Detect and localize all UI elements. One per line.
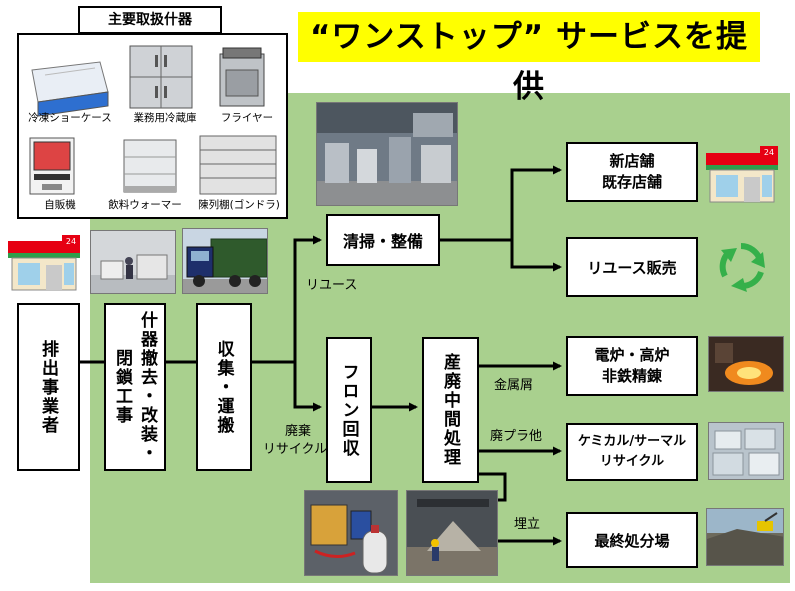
page-title: “ワンストップ” サービスを提供 xyxy=(298,12,760,105)
scrap-processing-photo xyxy=(406,490,498,576)
equipment-label-vending: 自販機 xyxy=(44,199,76,211)
node-removal: 什器撤去・改装・閉鎖工事 xyxy=(104,303,166,471)
node-furnace-line1: 電炉・高炉 xyxy=(594,346,670,364)
warehouse-photo xyxy=(316,102,458,206)
edge-label-plastic: 廃プラ他 xyxy=(490,429,543,444)
node-emitter: 排出事業者 xyxy=(17,303,80,471)
node-emitter-label: 排出事業者 xyxy=(38,339,58,435)
node-intermediate-label: 産廃中間処理 xyxy=(440,353,460,467)
display-shelf-image xyxy=(199,135,277,195)
edge-label-waste-line1: 廃棄 xyxy=(284,424,311,439)
equipment-header: 主要取扱什器 xyxy=(78,6,222,34)
edge-label-reuse: リユース xyxy=(306,278,358,293)
equipment-images xyxy=(29,45,277,195)
equipment-label-warmer: 飲料ウォーマー xyxy=(108,199,182,211)
beverage-warmer-image xyxy=(123,139,177,193)
node-chemical-line2: リサイクル xyxy=(599,454,665,469)
recycle-icon xyxy=(719,243,765,292)
node-intermediate: 産廃中間処理 xyxy=(422,337,479,483)
landfill-photo xyxy=(706,508,784,566)
node-freon-label: フロン回収 xyxy=(338,362,359,458)
node-reuse-sales: リユース販売 xyxy=(566,237,698,297)
svg-text:24: 24 xyxy=(764,148,774,157)
freon-recovery-photo xyxy=(304,490,398,576)
equipment-label-shelf: 陳列棚(ゴンドラ) xyxy=(198,199,280,211)
edge-label-metal: 金属屑 xyxy=(494,378,534,393)
workers-photo xyxy=(90,230,176,294)
truck-photo xyxy=(182,228,268,294)
store-icon-right: 24 xyxy=(706,146,778,203)
edge-label-waste-line2: リサイクル xyxy=(262,442,328,457)
node-removal-label: 什器撤去・改装・閉鎖工事 xyxy=(112,311,157,463)
equipment-label-freezer: 冷凍ショーケース xyxy=(28,112,112,124)
node-furnace-line2: 非鉄精錬 xyxy=(601,367,662,385)
edge-to-reuse-sales xyxy=(510,240,562,272)
node-chemical: ケミカル/サーマル リサイクル xyxy=(566,423,698,481)
fryer-image xyxy=(219,47,265,107)
vending-machine-image xyxy=(29,137,75,195)
node-transport: 収集・運搬 xyxy=(196,303,252,471)
node-furnace: 電炉・高炉 非鉄精錬 xyxy=(566,336,698,396)
node-new-store-line1: 新店舗 xyxy=(609,152,655,170)
equipment-label-refrigerator: 業務用冷蔵庫 xyxy=(133,112,197,124)
node-new-store-line2: 既存店舗 xyxy=(601,173,662,191)
node-cleaning-label: 清掃・整備 xyxy=(342,232,423,251)
freezer-showcase-image xyxy=(31,61,109,117)
furnace-photo xyxy=(708,336,784,392)
store-icon-left: 24 xyxy=(8,235,80,291)
node-landfill: 最終処分場 xyxy=(566,512,698,568)
node-chemical-line1: ケミカル/サーマル xyxy=(577,434,687,449)
node-landfill-label: 最終処分場 xyxy=(594,531,670,550)
edge-label-landfill: 埋立 xyxy=(514,517,541,532)
edge-to-new-store xyxy=(510,165,562,240)
edge-to-landfill xyxy=(479,472,562,546)
edge-to-cleaning xyxy=(293,235,322,362)
edge-to-freon xyxy=(293,362,322,412)
node-new-store: 新店舗 既存店舗 xyxy=(566,142,698,202)
plastic-bales-photo xyxy=(708,422,784,480)
node-reuse-sales-label: リユース販売 xyxy=(587,258,677,277)
refrigerator-image xyxy=(129,45,193,109)
svg-text:24: 24 xyxy=(66,237,76,246)
node-freon: フロン回収 xyxy=(326,337,372,483)
node-cleaning: 清掃・整備 xyxy=(326,214,440,266)
node-transport-label: 収集・運搬 xyxy=(213,339,234,435)
equipment-label-fryer: フライヤー xyxy=(220,112,274,124)
